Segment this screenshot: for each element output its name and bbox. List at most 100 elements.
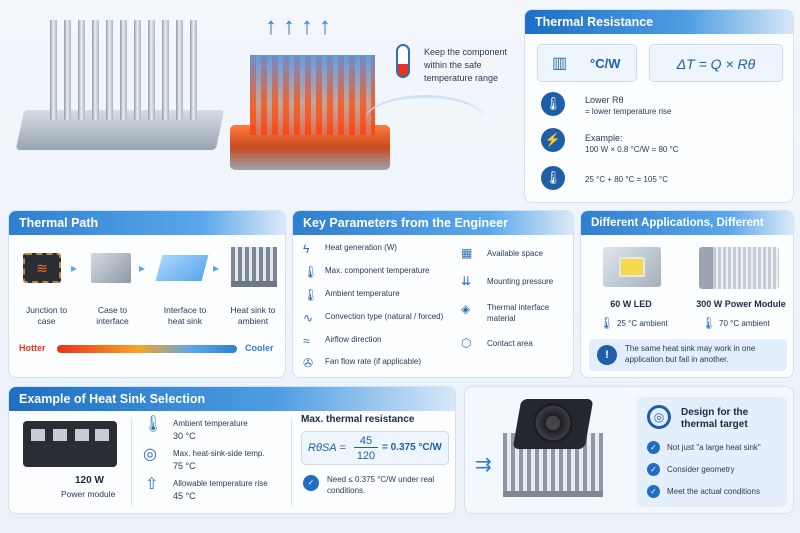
check-icon: ✓ [647, 485, 660, 498]
thermometer-icon: 🌡 [303, 265, 319, 279]
arrow-up-icon: ⇧ [145, 476, 159, 493]
formula: ΔT = Q × Rθ [676, 56, 756, 72]
application-ambient: 25 °C ambient [617, 319, 668, 328]
airflow-icon: ≈ [303, 334, 310, 348]
target-icon: ◎ [647, 405, 671, 429]
hero-note: Keep the component within the safe tempe… [424, 47, 508, 83]
applications-panel: Different Applications, Different Needs … [580, 210, 794, 378]
module-power: 120 W [75, 475, 104, 486]
heated-heat-sink-image: ↑↑↑↑ [225, 15, 395, 185]
design-item: Consider geometry [667, 465, 735, 474]
thermal-resistance-panel: Thermal Resistance ▥ °C/W ΔT = Q × Rθ 🌡 … [524, 9, 794, 203]
application-note-box: ! The same heat sink may work in one app… [589, 339, 787, 371]
design-title: Design for the thermal target [681, 407, 749, 430]
info-icon: ! [597, 345, 617, 365]
need-note: Need ≤ 0.375 °C/W under real conditions. [327, 475, 435, 495]
fan-icon: ✇ [303, 356, 314, 370]
airflow-arrow-icon: ⇉ [475, 454, 492, 476]
heat-arrow-icon: ↑↑↑↑ [265, 13, 337, 40]
tr-item-text: = lower temperature rise [585, 107, 672, 116]
module-label: Power module [61, 489, 116, 499]
unit-label: °C/W [590, 56, 621, 71]
condition-value: 75 °C [173, 461, 196, 471]
convection-icon: ∿ [303, 311, 314, 325]
fan-heat-sink-image: ⇉ [475, 393, 609, 505]
airflow-lines [365, 95, 485, 145]
thermometer-icon: 🌡 [541, 92, 565, 116]
parameter-item: Mounting pressure [487, 277, 554, 286]
parameter-item: Thermal interface material [487, 303, 550, 323]
thermal-path-title: Thermal Path [9, 211, 285, 235]
condition-label: Ambient temperature [173, 419, 248, 428]
parameter-item: Fan flow rate (if applicable) [325, 357, 422, 366]
condition-value: 30 °C [173, 431, 196, 441]
design-panel: ⇉ ◎ Design for the thermal target ✓ Not … [464, 386, 794, 514]
thermal-path-panel: Thermal Path ≋ ▸ ▸ ▸ Junction to case Ca… [8, 210, 286, 378]
application-name: 60 W LED [610, 299, 652, 309]
application-name: 300 W Power Module [696, 299, 786, 309]
thermometer-icon: 🌡 [143, 416, 164, 433]
parameter-item: Contact area [487, 339, 533, 348]
thermometer-icon: 🌡 [303, 288, 319, 302]
hotter-label: Hotter [19, 343, 46, 353]
heat-sink-icon [231, 247, 277, 287]
applications-title: Different Applications, Different Needs [581, 211, 793, 253]
case-block-icon [91, 253, 131, 283]
tr-item-title: Example: [585, 133, 623, 143]
parameter-item: Ambient temperature [325, 289, 400, 298]
heat-sink-icon: ▥ [552, 55, 568, 72]
resistance-result: = 0.375 °C/W [382, 442, 442, 453]
divider [131, 419, 132, 507]
fraction-denominator: 120 [356, 450, 376, 462]
example-title: Example of Heat Sink Selection [9, 387, 455, 411]
parameter-item: Convection type (natural / forced) [325, 312, 444, 321]
key-parameters-title: Key Parameters from the Engineer [293, 211, 573, 235]
path-step: Junction to case [25, 305, 68, 326]
design-card: ◎ Design for the thermal target ✓ Not ju… [637, 397, 787, 507]
path-step: Case to interface [96, 305, 129, 326]
cube-icon: ⬡ [461, 336, 472, 350]
power-module-image [699, 247, 779, 289]
formula-box: ΔT = Q × Rθ [649, 44, 783, 82]
parameter-item: Max. component temperature [325, 266, 430, 275]
condition-label: Allowable temperature rise [173, 479, 268, 488]
thermometer-icon: 🌡 [541, 166, 565, 190]
pressure-icon: ⇊ [461, 274, 472, 288]
arrow-icon: ▸ [71, 261, 78, 275]
unit-box: ▥ °C/W [537, 44, 637, 82]
formula-box: RθSA = 45 120 = 0.375 °C/W [301, 431, 449, 465]
application-ambient: 70 °C ambient [719, 319, 770, 328]
resistance-symbol: RθSA = [308, 442, 346, 454]
parameter-item: Airflow direction [325, 335, 382, 344]
cooler-label: Cooler [245, 343, 274, 353]
design-item: Meet the actual conditions [667, 487, 760, 496]
condition-label: Max. heat-sink-side temp. [173, 449, 265, 458]
check-icon: ✓ [647, 463, 660, 476]
interface-pad-icon [155, 255, 209, 281]
thermometer-icon: 🌡 [701, 316, 717, 330]
tr-item-title: Lower Rθ [585, 95, 624, 105]
tr-item-text: 25 °C + 80 °C = 105 °C [585, 175, 668, 184]
space-icon: ▦ [461, 246, 473, 260]
application-note: The same heat sink may work in one appli… [625, 344, 756, 364]
tr-item-text: 100 W × 0.8 °C/W = 80 °C [585, 145, 679, 154]
example-panel: Example of Heat Sink Selection 120 W Pow… [8, 386, 456, 514]
temperature-gradient-bar [57, 345, 237, 353]
fraction-numerator: 45 [354, 435, 378, 448]
chip-icon: ≋ [23, 253, 61, 283]
fan-icon [533, 403, 573, 443]
check-icon: ✓ [647, 441, 660, 454]
condition-value: 45 °C [173, 491, 196, 501]
arrow-icon: ▸ [139, 261, 146, 275]
divider [291, 419, 292, 507]
layers-icon: ◈ [461, 302, 471, 316]
check-icon: ✓ [303, 475, 319, 491]
thermal-resistance-title: Thermal Resistance [525, 10, 793, 34]
thermometer-icon [396, 44, 410, 78]
lightning-icon: ϟ [303, 242, 310, 256]
design-item: Not just "a large heat sink" [667, 443, 761, 452]
path-step: Heat sink to ambient [230, 305, 276, 326]
parameter-item: Heat generation (W) [325, 243, 398, 252]
key-parameters-panel: Key Parameters from the Engineer ϟ Heat … [292, 210, 574, 378]
power-module-image [23, 421, 117, 467]
